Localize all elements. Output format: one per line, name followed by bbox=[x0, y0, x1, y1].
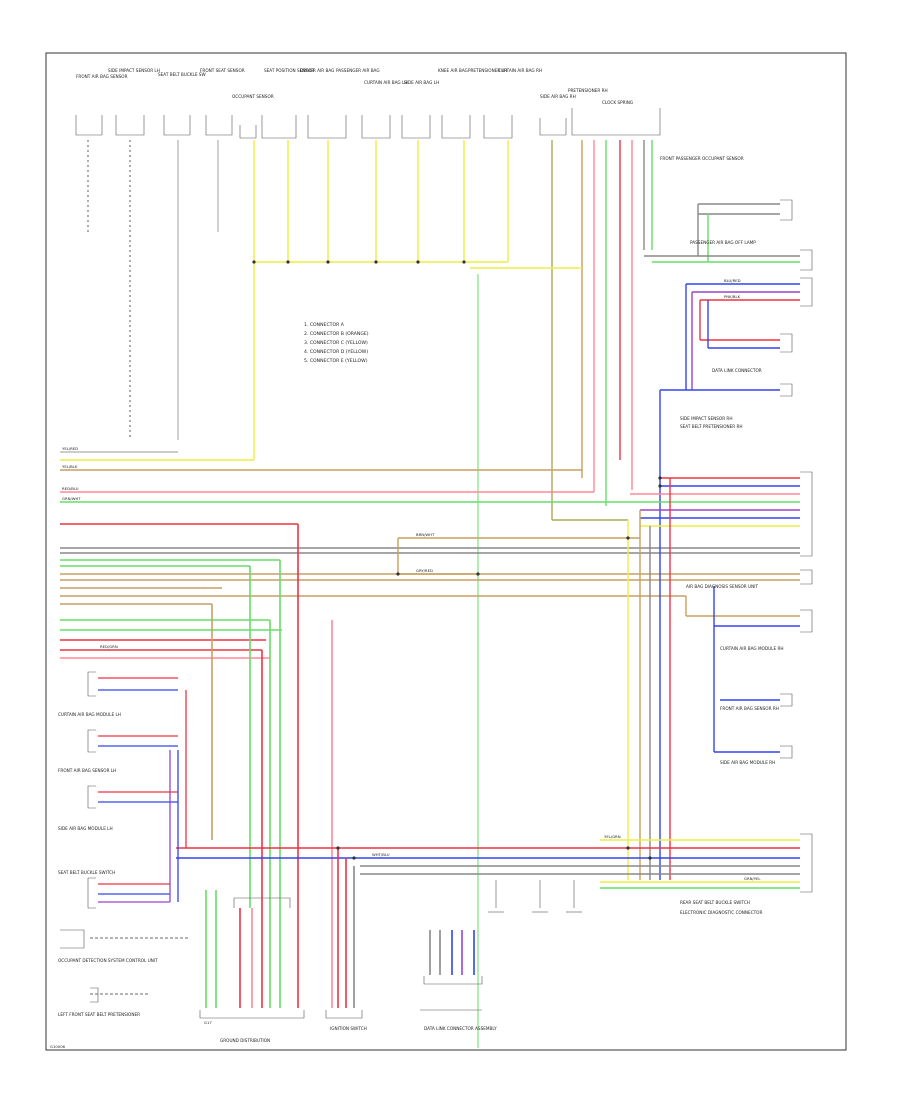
wire-label: PNK/BLK bbox=[724, 294, 741, 299]
wire-label: YEL/RED bbox=[62, 446, 78, 451]
top-component-label: FRONT SEAT SENSOR bbox=[200, 68, 245, 73]
right-component-label: ELECTRONIC DIAGNOSTIC CONNECTOR bbox=[680, 910, 762, 915]
top-component-label: CLOCK SPRING bbox=[602, 100, 633, 105]
right-wiring bbox=[552, 203, 800, 880]
right-component-label: DATA LINK CONNECTOR bbox=[712, 368, 762, 373]
top-component-label: SEAT POSITION SENSOR bbox=[264, 68, 314, 73]
top-component-label: CURTAIN AIR BAG RH bbox=[498, 68, 542, 73]
top-component-label: OCCUPANT SENSOR bbox=[232, 94, 274, 99]
left-lower-wiring bbox=[90, 677, 190, 995]
right-component-label: SIDE AIR BAG MODULE RH bbox=[720, 760, 775, 765]
vertical-wires-top bbox=[87, 140, 653, 520]
right-component-label: REAR SEAT BELT BUCKLE SWITCH bbox=[680, 900, 750, 905]
legend-item: 1. CONNECTOR A bbox=[304, 322, 345, 328]
wire-label: GRN/YEL bbox=[744, 876, 761, 881]
right-component-label: PASSENGER AIR BAG OFF LAMP bbox=[690, 240, 756, 245]
right-component-label: FRONT AIR BAG SENSOR RH bbox=[720, 706, 779, 711]
bottom-connector-brackets bbox=[199, 897, 483, 1019]
horizontal-buses bbox=[60, 451, 800, 659]
bottom-component-label: GROUND DISTRIBUTION bbox=[220, 1038, 270, 1043]
legend-item: 3. CONNECTOR C (YELLOW) bbox=[304, 340, 368, 346]
left-connector-brackets bbox=[60, 671, 99, 1003]
top-component-label: PASSENGER AIR BAG bbox=[336, 68, 380, 73]
bottom-component-labels: GROUND DISTRIBUTION IGNITION SWITCH DATA… bbox=[220, 1026, 497, 1043]
top-component-label: SIDE AIR BAG LH bbox=[404, 80, 439, 85]
left-component-label: FRONT AIR BAG SENSOR LH bbox=[58, 768, 116, 773]
diagram-border bbox=[45, 52, 847, 1051]
left-component-labels: CURTAIN AIR BAG MODULE LH FRONT AIR BAG … bbox=[58, 712, 158, 1017]
right-component-labels: FRONT PASSENGER OCCUPANT SENSOR PASSENGE… bbox=[660, 156, 784, 915]
left-component-label: SIDE AIR BAG MODULE LH bbox=[58, 826, 113, 831]
top-connector-brackets bbox=[75, 108, 661, 139]
wire-label: YEL/GRN bbox=[604, 834, 621, 839]
wire-label: RED/GRN bbox=[100, 644, 118, 649]
splice-points bbox=[252, 260, 662, 860]
right-component-label: CURTAIN AIR BAG MODULE RH bbox=[720, 646, 784, 651]
bottom-component-label: DATA LINK CONNECTOR ASSEMBLY bbox=[424, 1026, 497, 1031]
wire-label: RED/BLU bbox=[62, 486, 79, 491]
bottom-buses bbox=[176, 839, 800, 889]
wire-label: GRN/WHT bbox=[62, 496, 81, 501]
top-component-label: PRETENSIONER LH bbox=[468, 68, 507, 73]
right-component-label: SEAT BELT PRETENSIONER RH bbox=[680, 424, 743, 429]
right-component-label: AIR BAG DIAGNOSIS SENSOR UNIT bbox=[686, 584, 758, 589]
top-component-labels: FRONT AIR BAG SENSOR SIDE IMPACT SENSOR … bbox=[76, 68, 633, 105]
wire-label: YEL/BLK bbox=[62, 464, 78, 469]
legend-item: 2. CONNECTOR B (ORANGE) bbox=[304, 331, 369, 337]
legend-item: 5. CONNECTOR E (YELLOW) bbox=[304, 358, 368, 364]
yellow-bus bbox=[254, 261, 582, 1048]
bottom-connector-wires bbox=[205, 848, 475, 1008]
top-component-label: DRIVER AIR BAG bbox=[300, 68, 334, 73]
vertical-wires-lower bbox=[211, 524, 333, 1008]
top-component-label: CURTAIN AIR BAG LH bbox=[364, 80, 407, 85]
top-component-label: SIDE AIR BAG RH bbox=[540, 94, 576, 99]
wire-label: GRY/RED bbox=[416, 568, 433, 573]
top-component-label: PRETENSIONER RH bbox=[568, 88, 608, 93]
right-component-label: FRONT PASSENGER OCCUPANT SENSOR bbox=[660, 156, 744, 161]
left-component-label: LEFT FRONT SEAT BELT PRETENSIONER bbox=[58, 1012, 140, 1017]
bottom-component-label: IGNITION SWITCH bbox=[330, 1026, 367, 1031]
top-component-label: KNEE AIR BAG bbox=[438, 68, 468, 73]
left-component-label: OCCUPANT DETECTION SYSTEM CONTROL UNIT bbox=[58, 958, 158, 963]
diagram-id-tag: G10006 bbox=[50, 1044, 66, 1049]
wire-color-tags: YEL/RED YEL/BLK RED/BLU GRN/WHT BLU/RED … bbox=[62, 278, 761, 881]
wire-label: BLU/RED bbox=[724, 278, 741, 283]
wire-label: WHT/BLU bbox=[372, 852, 390, 857]
ground-label: G17 bbox=[204, 1020, 212, 1025]
legend-item: 4. CONNECTOR D (YELLOW) bbox=[304, 349, 368, 355]
right-component-label: SIDE IMPACT SENSOR RH bbox=[680, 416, 733, 421]
top-component-label: SIDE IMPACT SENSOR LH bbox=[108, 68, 160, 73]
connector-legend: 1. CONNECTOR A 2. CONNECTOR B (ORANGE) 3… bbox=[304, 322, 369, 364]
top-component-label: SEAT BELT BUCKLE SW bbox=[158, 72, 206, 77]
left-component-label: SEAT BELT BUCKLE SWITCH bbox=[58, 870, 115, 875]
top-component-label: FRONT AIR BAG SENSOR bbox=[76, 74, 128, 79]
right-connector-brackets bbox=[780, 199, 813, 893]
left-component-label: CURTAIN AIR BAG MODULE LH bbox=[58, 712, 121, 717]
center-tan-wires bbox=[397, 537, 640, 575]
bottom-sensor-blocks bbox=[488, 880, 582, 913]
wire-label: BRN/WHT bbox=[416, 532, 435, 537]
